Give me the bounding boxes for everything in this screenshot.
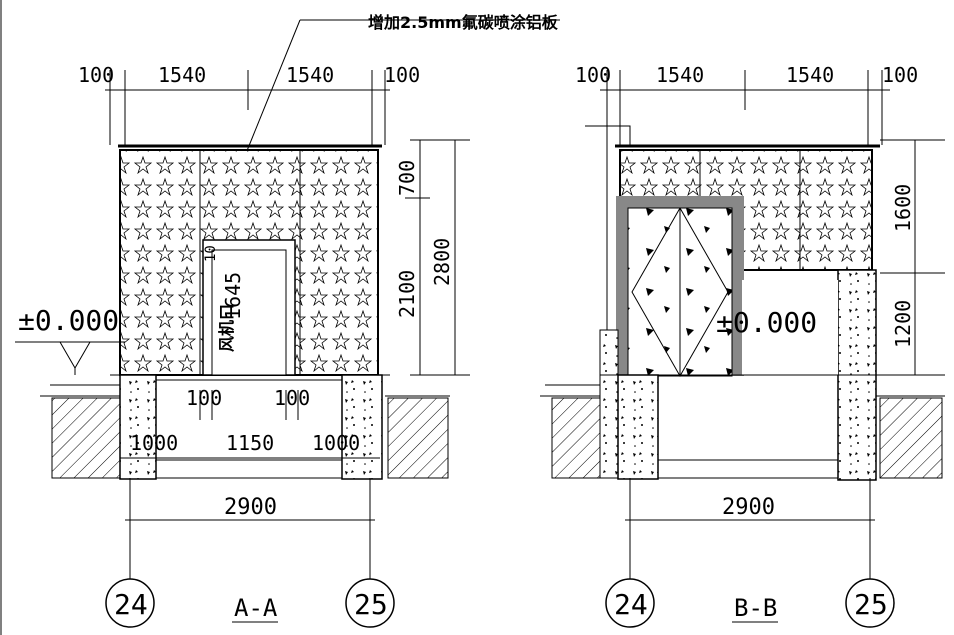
svg-text:10: 10: [203, 245, 219, 262]
dim-small-100a: 100: [186, 386, 222, 410]
axis-25-left: 25: [354, 588, 388, 621]
dim-overall-left: 2900: [224, 495, 277, 520]
section-label-a: A-A: [234, 594, 278, 622]
axis-24-right: 24: [614, 588, 648, 621]
axis-24-left: 24: [114, 588, 148, 621]
dim-overall-right: 2900: [722, 495, 775, 520]
dim-bottom-1000a: 1000: [130, 431, 178, 455]
dim-top-right-1540b: 1540: [786, 63, 834, 87]
dim-top-right-1540a: 1540: [656, 63, 704, 87]
opening-height: 1645: [221, 272, 245, 320]
dim-top-left-1540a: 1540: [158, 63, 206, 87]
level-mark: ±0.000: [18, 304, 119, 337]
opening-label: 风机口: [217, 304, 236, 352]
dim-small-100b: 100: [274, 386, 310, 410]
dim-right-2100: 2100: [395, 270, 419, 318]
section-label-b: B-B: [734, 594, 777, 622]
dim-right-700: 700: [395, 160, 419, 196]
dim-right-2800: 2800: [430, 238, 454, 286]
section-b-b: 100 1540 1540 100 ±0.000 1600 1200: [540, 63, 945, 628]
dim-bottom-1150: 1150: [226, 431, 274, 455]
dim-bottom-1000b: 1000: [312, 431, 360, 455]
dim-top-left-1540b: 1540: [286, 63, 334, 87]
axis-25-right: 25: [854, 588, 888, 621]
note-label: 增加2.5mm氟碳喷涂铝板: [368, 13, 559, 32]
dim-top-right-100b: 100: [882, 63, 918, 87]
level-mark-right: ±0.000: [716, 306, 817, 339]
dim-top-right-100: 100: [575, 63, 611, 87]
dim-top-left-100b: 100: [384, 63, 420, 87]
dim-right-1600: 1600: [891, 184, 915, 232]
dim-right-1200: 1200: [891, 300, 915, 348]
section-a-a: 100 1540 1540 100 1645 风机口 10 700 2100 2…: [15, 63, 470, 628]
dim-top-left-100: 100: [78, 63, 114, 87]
